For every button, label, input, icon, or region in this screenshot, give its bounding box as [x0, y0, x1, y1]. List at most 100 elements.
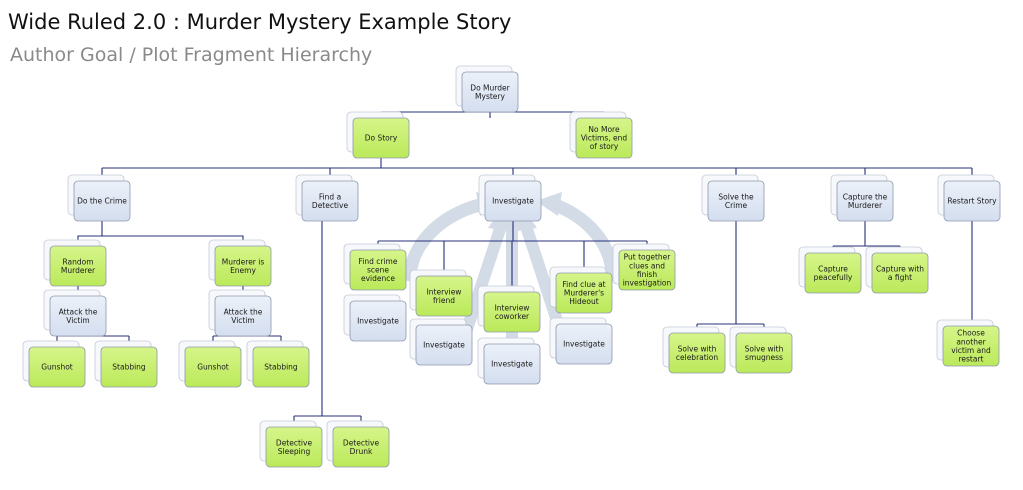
node-label-line: Hideout [569, 297, 598, 306]
node-box [707, 180, 765, 222]
node-box [301, 180, 359, 222]
node-box [49, 295, 107, 337]
node-label-line: Capture the [843, 192, 888, 201]
node-label-line: Detective [343, 438, 380, 447]
node-inv-a[interactable]: Investigate [343, 294, 407, 342]
node-label-line: of story [590, 142, 619, 151]
node-label-line: scene [367, 266, 389, 275]
node-label-line: peacefully [814, 273, 853, 282]
node-restart-story[interactable]: Restart Story [937, 174, 1001, 222]
node-box [100, 346, 158, 388]
node-box [415, 275, 473, 317]
node-label-line: coworker [495, 312, 530, 321]
node-label-line: finish [637, 270, 657, 279]
node-box [265, 426, 323, 468]
node-label-line: Investigate [423, 341, 465, 350]
node-stabbing1[interactable]: Stabbing [94, 340, 158, 388]
node-label-line: Murderer is [222, 257, 265, 266]
node-box [73, 180, 131, 222]
node-label-line: Sleeping [278, 447, 311, 456]
node-label-line: Choose [957, 329, 985, 338]
node-box [483, 291, 541, 333]
node-box [555, 323, 613, 365]
node-label-line: Detective [312, 201, 349, 210]
node-inv-c[interactable]: Investigate [477, 337, 541, 385]
node-box [871, 252, 929, 294]
node-box [942, 325, 1000, 367]
node-inv-b[interactable]: Investigate [409, 318, 473, 366]
node-label-line: Mystery [475, 92, 505, 101]
node-label-line: Attack the [224, 307, 263, 316]
node-investigate-top[interactable]: Investigate [478, 174, 542, 222]
node-label-line: Investigate [491, 360, 533, 369]
node-box [555, 272, 613, 314]
node-label-line: Investigate [492, 197, 534, 206]
diagram-subtitle: Author Goal / Plot Fragment Hierarchy [10, 44, 373, 66]
node-label-line: Capture [818, 264, 848, 273]
node-label-line: Put together [624, 253, 672, 262]
node-box [415, 324, 473, 366]
node-gunshot1[interactable]: Gunshot [22, 340, 86, 388]
node-do-crime[interactable]: Do the Crime [67, 174, 131, 222]
node-label-line: evidence [361, 274, 395, 283]
node-box [735, 332, 793, 374]
node-label-line: Stabbing [264, 363, 298, 372]
node-label-line: Find clue at [562, 280, 605, 289]
node-box [483, 343, 541, 385]
node-label-line: Victims, end [581, 134, 628, 143]
node-label-line: restart [958, 355, 983, 364]
node-box [349, 300, 407, 342]
node-box [836, 180, 894, 222]
node-label-line: Solve with [678, 344, 717, 353]
node-label-line: Stabbing [112, 363, 146, 372]
node-label-line: another [956, 337, 986, 346]
node-label-line: No More [588, 125, 620, 134]
node-inv-d[interactable]: Investigate [549, 317, 613, 365]
node-label-line: Do the Crime [77, 197, 127, 206]
node-label-line: Do Story [365, 134, 398, 143]
node-label-line: Drunk [350, 447, 373, 456]
cycle-ray-3 [518, 218, 566, 332]
node-box [184, 346, 242, 388]
node-box [332, 426, 390, 468]
node-box [214, 245, 272, 287]
node-label-line: Detective [276, 438, 313, 447]
node-gunshot2[interactable]: Gunshot [178, 340, 242, 388]
node-label-line: Find a [319, 192, 341, 201]
cycle-arrowhead-right [536, 192, 562, 216]
node-label-line: Interview [495, 303, 530, 312]
node-label-line: Gunshot [41, 363, 73, 372]
node-label-line: Crime [725, 201, 748, 210]
node-label-line: Victim [66, 316, 90, 325]
node-box [349, 249, 407, 291]
node-label-line: Gunshot [197, 363, 229, 372]
node-box [484, 180, 542, 222]
node-do-story[interactable]: Do Story [346, 111, 410, 159]
node-label-line: victim and [951, 346, 991, 355]
node-label-line: Do Murder [470, 83, 510, 92]
node-stabbing2[interactable]: Stabbing [246, 340, 310, 388]
node-box [49, 245, 107, 287]
